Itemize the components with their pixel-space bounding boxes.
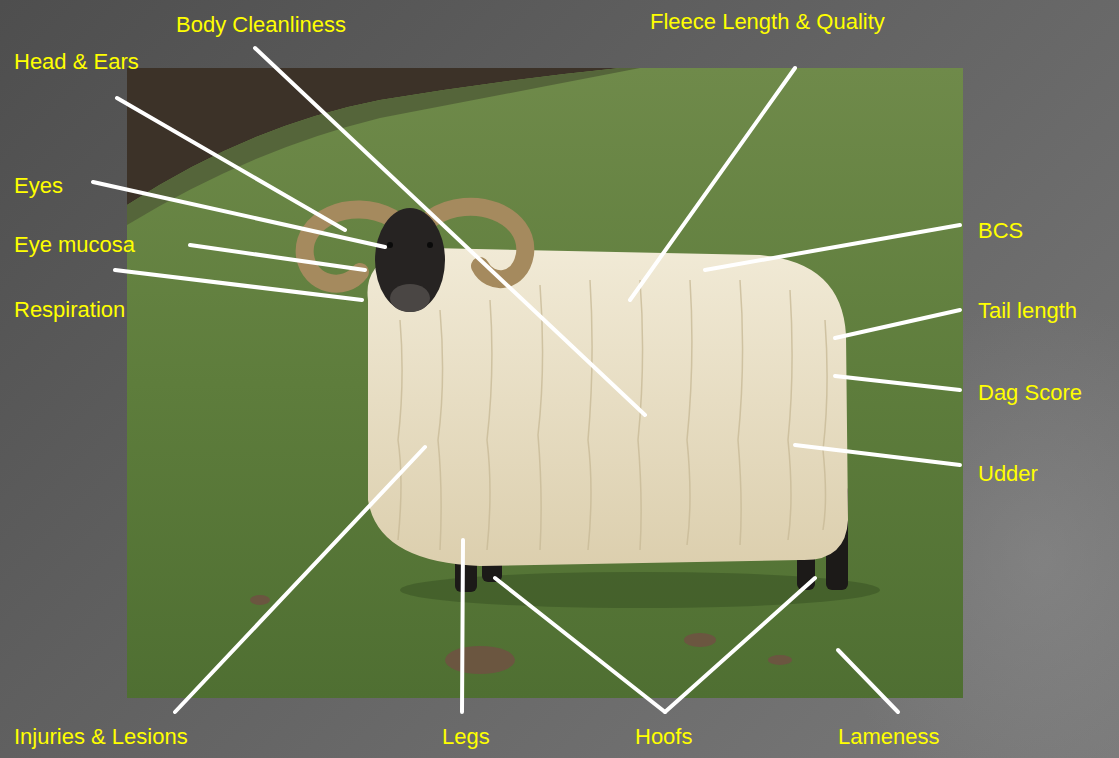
illustration-part (665, 578, 815, 712)
head (375, 208, 445, 312)
part-label: Udder (978, 461, 1038, 487)
leader-lines (93, 48, 960, 712)
part-label: Fleece Length & Quality (650, 9, 885, 35)
photo (127, 68, 963, 698)
illustration-part (462, 540, 463, 712)
illustration-part (445, 646, 515, 674)
hedge (127, 68, 620, 205)
illustration-part (823, 320, 827, 530)
illustration-part (250, 595, 270, 605)
illustration-part (738, 280, 743, 545)
part-label: BCS (978, 218, 1023, 244)
illustration-part (588, 280, 592, 550)
illustration-part (438, 310, 443, 550)
illustration-part (835, 376, 960, 390)
illustration-part (788, 290, 792, 540)
muzzle (390, 284, 430, 312)
illustration-part (387, 242, 393, 248)
part-label: Legs (442, 724, 490, 750)
illustration-part (687, 280, 692, 545)
illustration-part (427, 242, 433, 248)
illustration-part (684, 633, 716, 647)
illustration-part (630, 68, 795, 300)
part-label: Body Cleanliness (176, 12, 346, 38)
part-label: Tail length (978, 298, 1077, 324)
illustration-part (115, 270, 362, 300)
part-label: Hoofs (635, 724, 692, 750)
part-label: Respiration (14, 297, 125, 323)
illustration-part (638, 280, 643, 550)
part-label: Injuries & Lesions (14, 724, 188, 750)
illustration-part (398, 320, 402, 540)
illustration-part (495, 578, 665, 712)
illustration-part (838, 650, 898, 712)
illustration-part (175, 447, 425, 712)
illustration-part (538, 285, 543, 550)
illustration-part (432, 207, 525, 279)
illustration-part (795, 445, 960, 465)
part-label: Eyes (14, 173, 63, 199)
part-label: Dag Score (978, 380, 1082, 406)
part-label: Lameness (838, 724, 940, 750)
part-label: Eye mucosa (14, 232, 135, 258)
sheep-body (368, 248, 848, 566)
illustration-part (93, 182, 385, 247)
part-label: Head & Ears (14, 49, 139, 75)
illustration-part (768, 655, 792, 665)
illustration-part (487, 300, 492, 550)
illustration-part (117, 98, 345, 230)
fleece-texture (398, 280, 827, 550)
grass-field (127, 68, 963, 698)
illustration-part (190, 245, 365, 270)
illustration-part (705, 225, 960, 270)
eyes (387, 242, 433, 248)
illustration-part (835, 310, 960, 338)
